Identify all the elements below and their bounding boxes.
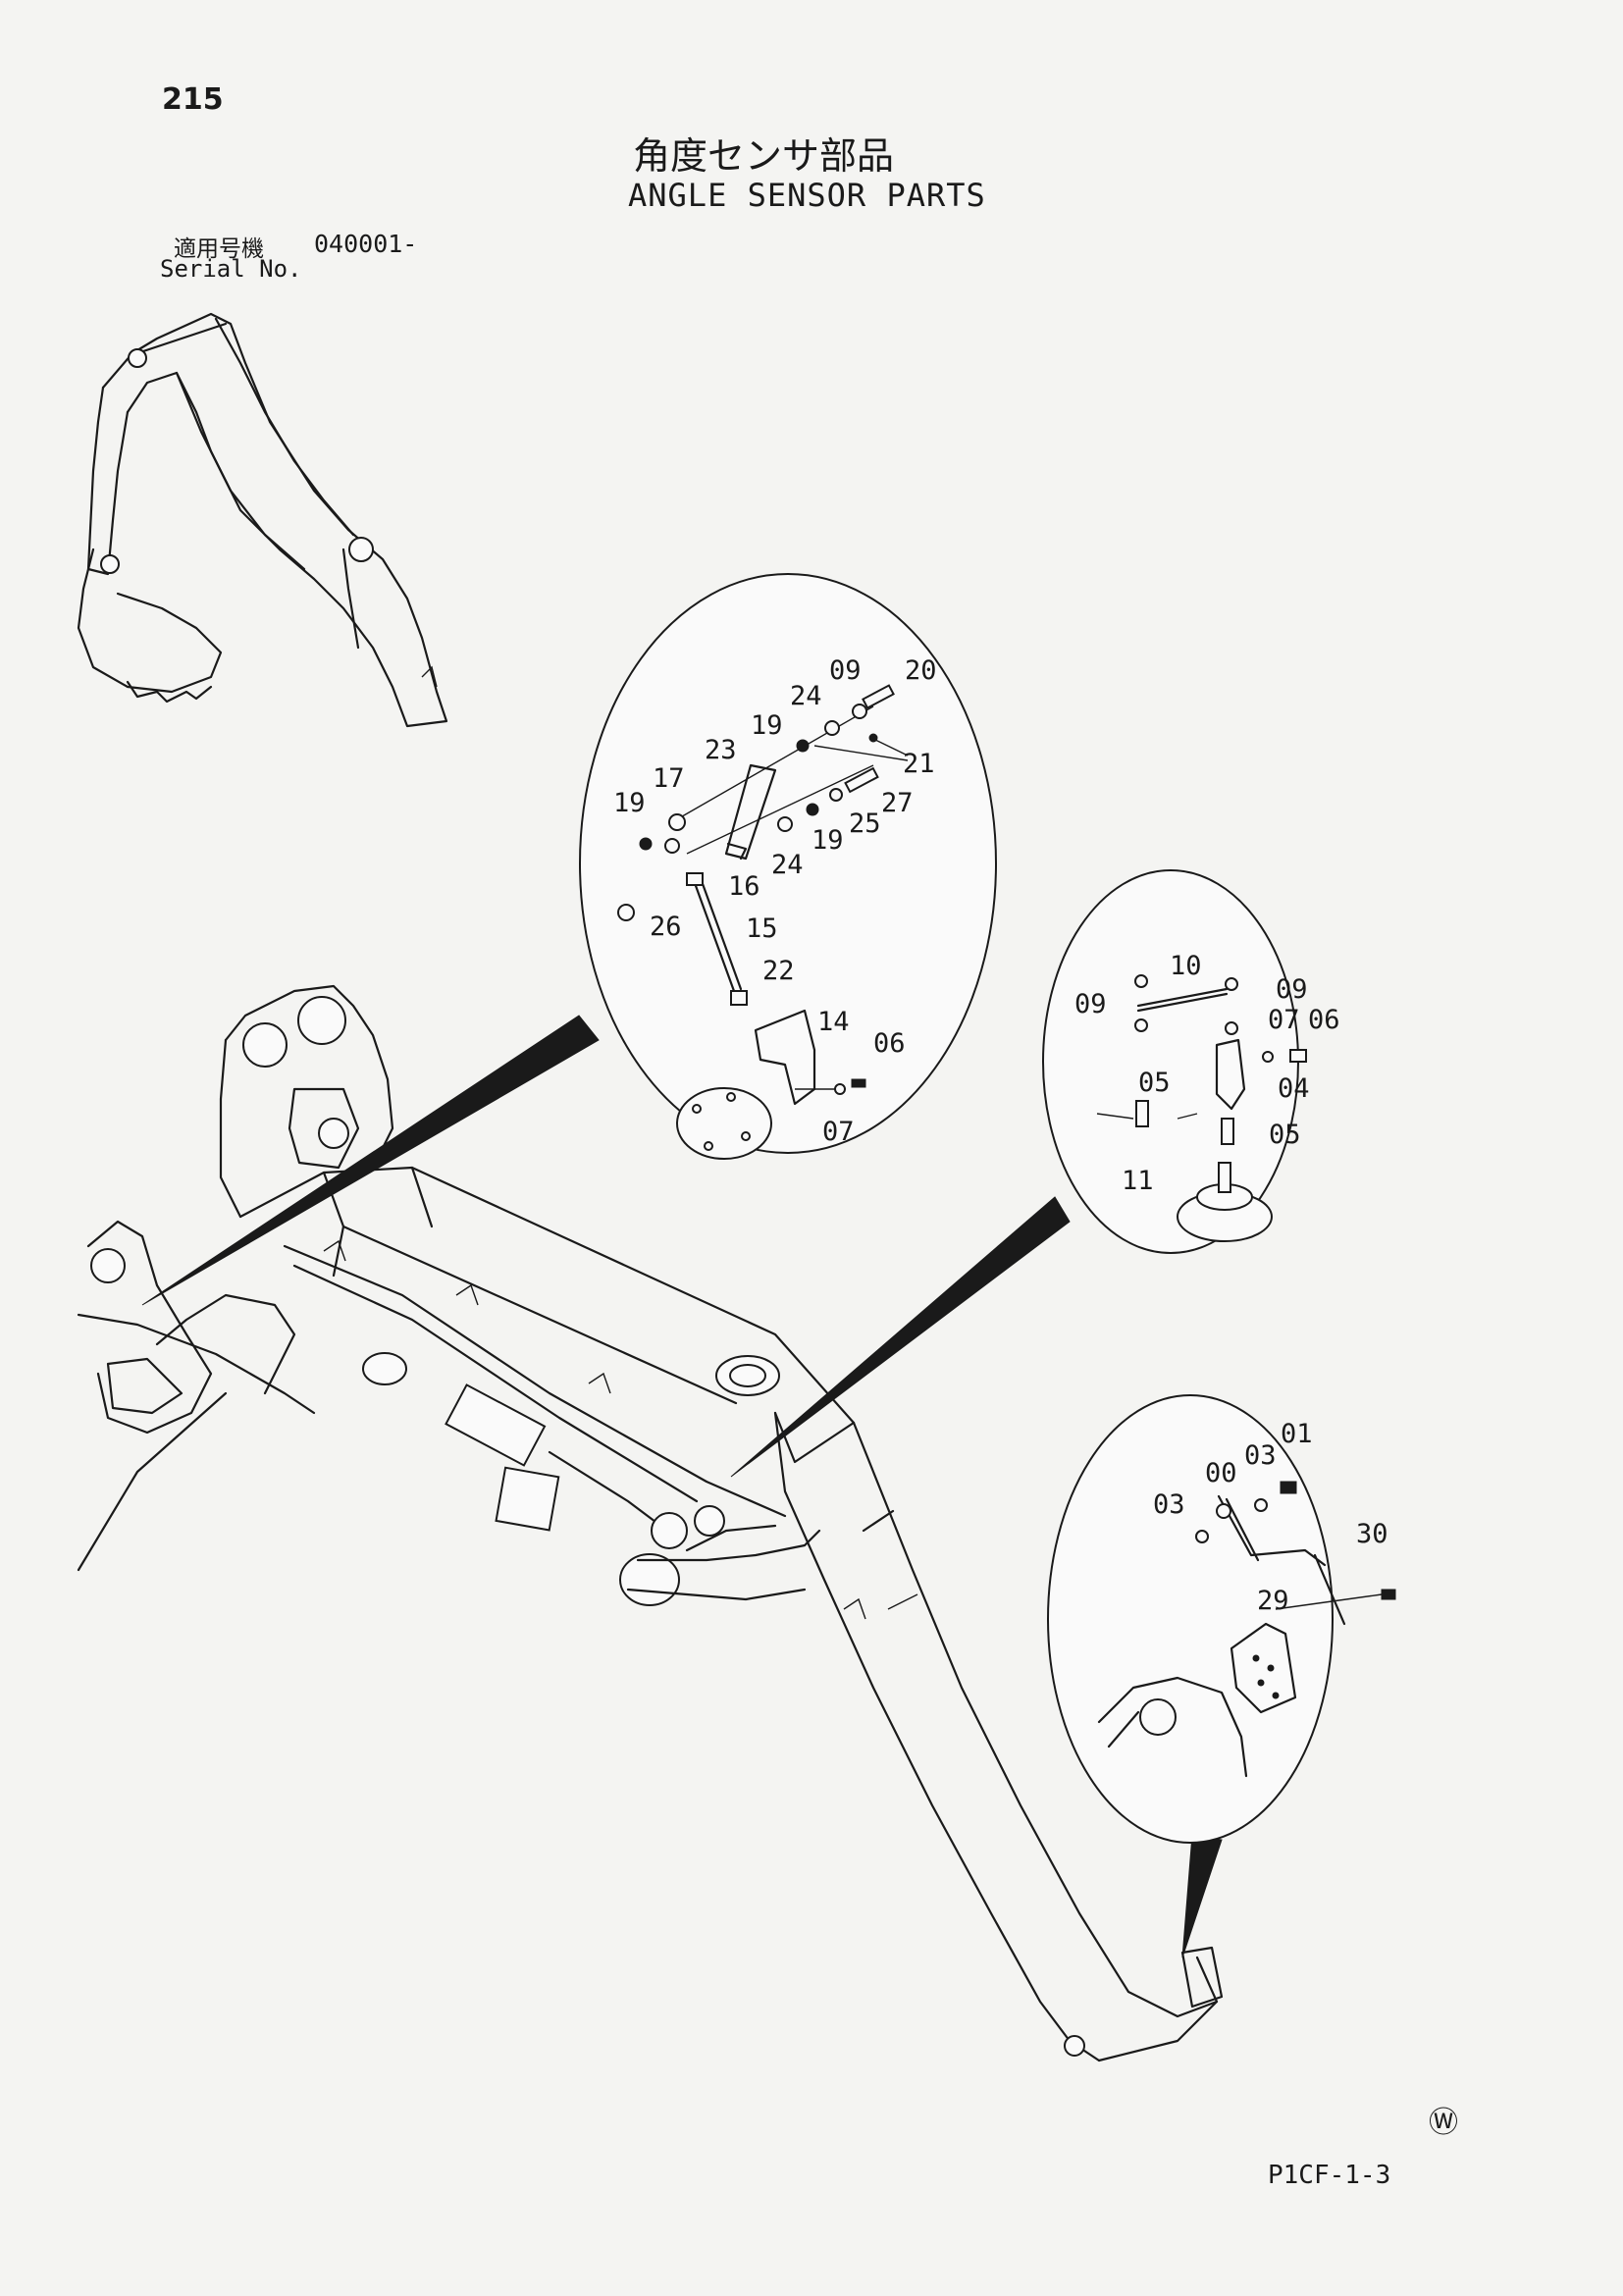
serial-number-value: 040001-: [314, 230, 418, 258]
callout-a-14: 14: [817, 1007, 850, 1037]
callout-a-27: 27: [881, 788, 914, 818]
callout-a-23: 23: [705, 735, 737, 765]
callout-a-19-top: 19: [751, 710, 783, 741]
detail-leader-wedges: [141, 1015, 1223, 1958]
callout-b-09-left: 09: [1074, 989, 1107, 1019]
callout-a-15: 15: [746, 913, 778, 944]
callout-a-22: 22: [762, 956, 795, 986]
callout-b-06: 06: [1308, 1005, 1340, 1035]
callout-a-16: 16: [728, 871, 760, 902]
callout-a-20: 20: [905, 655, 937, 686]
page-title-japanese: 角度センサ部品: [633, 134, 895, 178]
page-title-english: ANGLE SENSOR PARTS: [628, 177, 986, 214]
callout-a-24-lower: 24: [771, 850, 804, 880]
detail-c-outline: [1047, 1394, 1334, 1844]
callout-a-21: 21: [903, 749, 935, 779]
callout-c-01: 01: [1281, 1419, 1313, 1449]
detail-a-outline: [579, 573, 997, 1154]
figure-code: P1CF-1-3: [1268, 2161, 1391, 2190]
callout-a-25: 25: [849, 809, 881, 839]
callout-a-09: 09: [829, 655, 862, 686]
callout-b-04: 04: [1278, 1073, 1310, 1104]
excavator-overview-illustration: [77, 312, 448, 728]
serial-label-english: Serial No.: [160, 255, 302, 283]
callout-a-24: 24: [790, 681, 822, 711]
detail-b-outline: [1042, 869, 1299, 1254]
detail-c-bubble: [1047, 1394, 1396, 1844]
copyright-mark: Ⓦ: [1429, 2106, 1458, 2140]
callout-b-10: 10: [1170, 951, 1202, 981]
callout-c-30: 30: [1356, 1519, 1388, 1549]
page-number: 215: [162, 82, 224, 117]
callout-b-05-left: 05: [1138, 1068, 1171, 1098]
callout-b-05-right: 05: [1269, 1120, 1301, 1150]
callout-b-07: 07: [1268, 1005, 1300, 1035]
callout-a-06: 06: [873, 1028, 906, 1059]
callout-b-09-right: 09: [1276, 974, 1308, 1005]
callout-c-03-left: 03: [1153, 1489, 1185, 1520]
callout-c-03-right: 03: [1244, 1440, 1277, 1471]
callout-b-11: 11: [1122, 1166, 1154, 1196]
callout-c-00: 00: [1205, 1458, 1237, 1488]
detail-a-bubble: [579, 573, 997, 1160]
callout-a-19-left: 19: [613, 788, 646, 818]
serial-label-japanese: 適用号機: [174, 236, 264, 262]
callout-a-19-mid: 19: [812, 825, 844, 856]
callout-a-07: 07: [822, 1117, 855, 1147]
callout-c-29: 29: [1257, 1586, 1289, 1616]
detail-b-bubble: [1042, 869, 1307, 1254]
boom-illustration: [77, 984, 1224, 2062]
callout-a-26: 26: [650, 912, 682, 942]
callout-a-17: 17: [653, 763, 685, 794]
